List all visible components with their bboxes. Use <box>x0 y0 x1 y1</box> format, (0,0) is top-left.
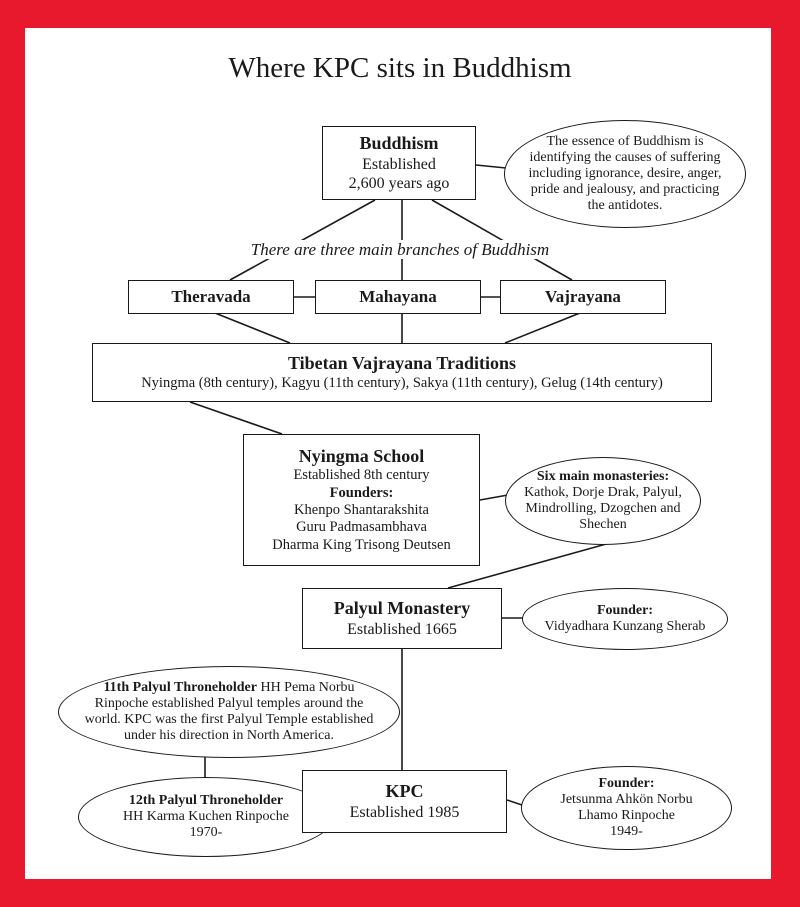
palyul-established: Established 1665 <box>347 620 457 638</box>
throneholder-11-oval: 11th Palyul Throneholder HH Pema Norbu R… <box>58 666 400 758</box>
theravada-box: Theravada <box>128 280 294 314</box>
branches-note: There are three main branches of Buddhis… <box>0 240 800 260</box>
throneholder-12-label: 12th Palyul Throneholder <box>128 792 284 808</box>
throneholder-12-year: 1970- <box>189 825 223 841</box>
tibetan-box: Tibetan Vajrayana Traditions Nyingma (8t… <box>92 343 712 402</box>
essence-oval: The essence of Buddhism is identifying t… <box>504 120 746 228</box>
kpc-founder-name-1: Jetsunma Ahkön Norbu <box>560 791 693 807</box>
nyingma-box: Nyingma School Established 8th century F… <box>243 434 480 566</box>
monasteries-label: Six main monasteries: <box>536 468 670 484</box>
throneholder-11-label: 11th Palyul Throneholder <box>103 679 257 695</box>
nyingma-founder-1: Khenpo Shantarakshita <box>294 502 429 519</box>
kpc-founder-label: Founder: <box>598 775 655 791</box>
nyingma-founders-label: Founders: <box>329 484 394 501</box>
kpc-founder-oval: Founder: Jetsunma Ahkön Norbu Lhamo Rinp… <box>521 766 732 850</box>
essence-text: The essence of Buddhism is identifying t… <box>528 133 722 214</box>
connector-tibetan-nyingma <box>189 401 283 435</box>
buddhism-box: Buddhism Established 2,600 years ago <box>322 126 476 200</box>
tibetan-name: Tibetan Vajrayana Traditions <box>287 353 517 373</box>
nyingma-founder-3: Dharma King Trisong Deutsen <box>272 536 451 553</box>
connector-vajrayana-tibetan <box>504 312 581 344</box>
palyul-founder-name: Vidyadhara Kunzang Sherab <box>544 619 706 634</box>
palyul-founder-label: Founder: <box>597 602 653 618</box>
connector-monasteries-palyul <box>447 540 618 589</box>
page-title: Where KPC sits in Buddhism <box>228 52 572 84</box>
throneholder-11-desc: HH Pema Norbu Rinpoche established Palyu… <box>84 679 374 744</box>
nyingma-founder-2: Guru Padmasambhava <box>296 519 427 536</box>
kpc-founder-name-2: Lhamo Rinpoche <box>578 808 675 823</box>
palyul-box: Palyul Monastery Established 1665 <box>302 588 502 649</box>
connector-nyingma-monasteries <box>479 494 509 501</box>
nyingma-established: Established 8th century <box>293 467 430 484</box>
palyul-founder-oval: Founder: Vidyadhara Kunzang Sherab <box>522 588 728 650</box>
theravada-label: Theravada <box>171 286 251 306</box>
monasteries-oval: Six main monasteries: Kathok, Dorje Drak… <box>505 457 701 545</box>
kpc-founder-year: 1949- <box>610 824 643 840</box>
buddhism-name: Buddhism <box>359 133 439 154</box>
throneholder-11-text: 11th Palyul Throneholder HH Pema Norbu R… <box>83 680 375 744</box>
kpc-established: Established 1985 <box>349 803 460 821</box>
vajrayana-box: Vajrayana <box>500 280 666 314</box>
throneholder-12-name: HH Karma Kuchen Rinpoche <box>122 808 289 824</box>
monasteries-text: Kathok, Dorje Drak, Palyul, Mindrolling,… <box>524 484 682 533</box>
buddhism-line1: Established <box>362 155 436 173</box>
kpc-name: KPC <box>385 781 424 802</box>
branches-note-text: There are three main branches of Buddhis… <box>246 240 554 259</box>
connector-buddhism-essence <box>475 164 507 169</box>
throneholder-12-oval: 12th Palyul Throneholder HH Karma Kuchen… <box>78 777 334 857</box>
connector-theravada-tibetan <box>214 312 291 344</box>
vajrayana-label: Vajrayana <box>545 286 621 306</box>
mahayana-label: Mahayana <box>359 286 437 306</box>
mahayana-box: Mahayana <box>315 280 481 314</box>
connector-kpc-founder <box>506 799 523 806</box>
kpc-box: KPC Established 1985 <box>302 770 507 833</box>
tibetan-traditions: Nyingma (8th century), Kagyu (11th centu… <box>141 374 663 391</box>
buddhism-line2: 2,600 years ago <box>348 174 450 192</box>
nyingma-name: Nyingma School <box>298 445 425 466</box>
palyul-name: Palyul Monastery <box>333 598 471 619</box>
